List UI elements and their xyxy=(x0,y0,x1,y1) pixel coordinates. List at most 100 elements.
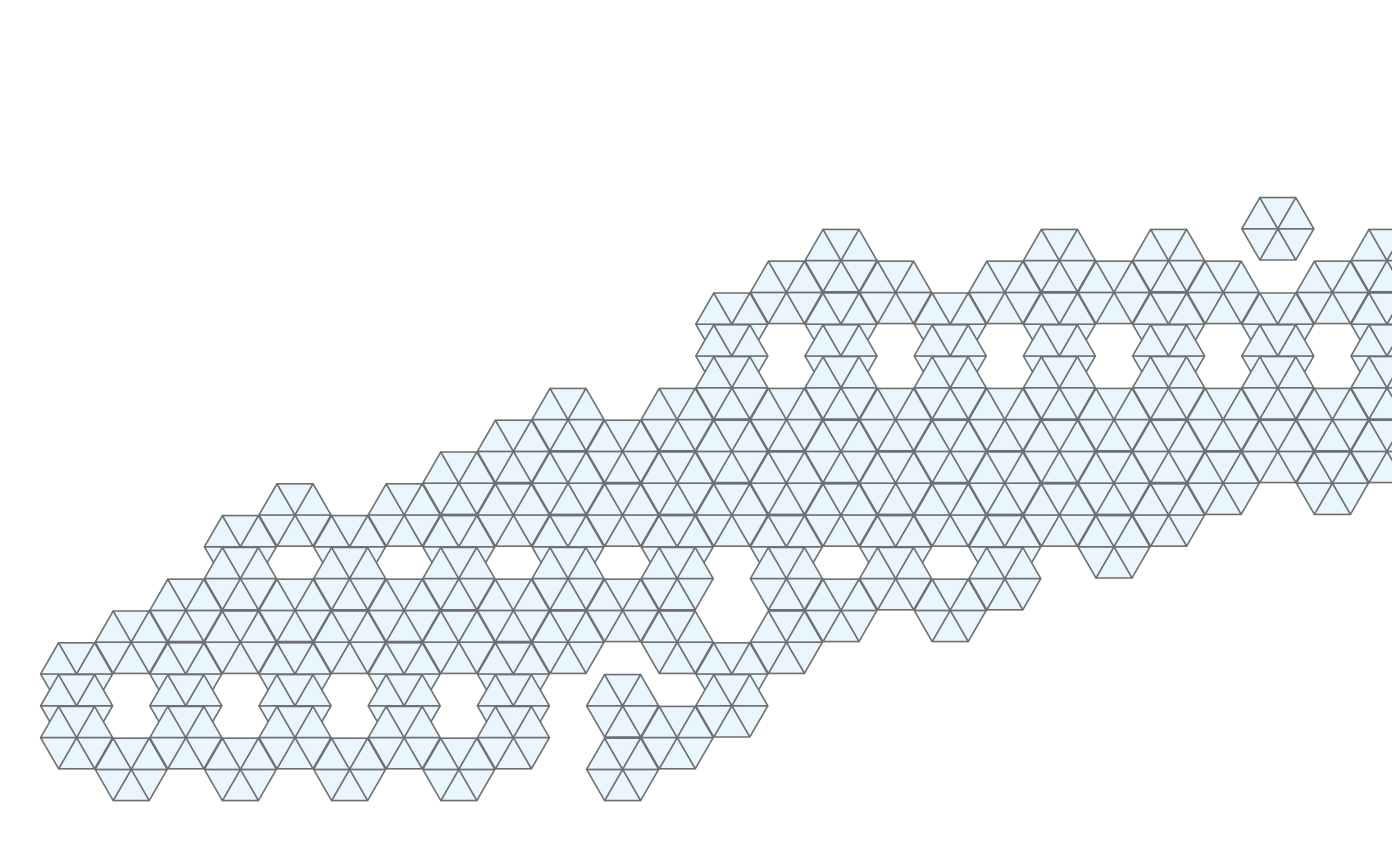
hex-triangle[interactable] xyxy=(621,673,660,707)
hex-triangle[interactable] xyxy=(75,705,114,739)
hex-triangle[interactable] xyxy=(1368,292,1392,326)
hex-triangle[interactable] xyxy=(457,610,496,644)
hex-cell[interactable] xyxy=(1022,419,1097,484)
hex-cell[interactable] xyxy=(1077,451,1151,516)
hex-cell[interactable] xyxy=(1131,482,1206,548)
hex-cell[interactable] xyxy=(1131,228,1206,293)
hex-cell[interactable] xyxy=(531,610,605,675)
hex-triangle[interactable] xyxy=(1368,228,1392,262)
hex-triangle[interactable] xyxy=(676,387,715,421)
hex-triangle[interactable] xyxy=(1113,387,1151,421)
hex-cell[interactable] xyxy=(258,705,332,770)
hex-cell[interactable] xyxy=(203,546,278,611)
hex-cell[interactable] xyxy=(749,451,824,516)
hex-triangle[interactable] xyxy=(348,546,387,580)
hex-triangle[interactable] xyxy=(567,546,605,580)
hex-triangle[interactable] xyxy=(403,578,442,612)
hex-triangle[interactable] xyxy=(1386,420,1392,453)
hex-triangle[interactable] xyxy=(1058,228,1097,262)
hex-triangle[interactable] xyxy=(621,482,660,516)
hex-cell[interactable] xyxy=(1186,387,1260,452)
hex-triangle[interactable] xyxy=(1277,196,1315,230)
hex-cell[interactable] xyxy=(367,482,442,548)
hex-cell[interactable] xyxy=(149,578,223,643)
hex-triangle[interactable] xyxy=(1222,451,1260,485)
hex-cell[interactable] xyxy=(1186,451,1260,516)
hex-cell[interactable] xyxy=(694,673,769,738)
hex-triangle[interactable] xyxy=(676,451,715,485)
hex-cell[interactable] xyxy=(421,610,496,675)
hex-triangle[interactable] xyxy=(1386,229,1392,262)
hex-triangle[interactable] xyxy=(512,482,551,516)
hex-triangle[interactable] xyxy=(730,673,769,707)
hex-cell[interactable] xyxy=(640,610,715,675)
hex-cell[interactable] xyxy=(585,578,660,643)
hex-triangle[interactable] xyxy=(1003,451,1042,485)
hex-cell[interactable] xyxy=(1077,514,1151,579)
hex-cell[interactable] xyxy=(1241,419,1315,484)
hex-cell[interactable] xyxy=(531,546,605,611)
hex-triangle[interactable] xyxy=(1167,419,1206,453)
hex-cell[interactable] xyxy=(203,610,278,675)
hex-cell[interactable] xyxy=(804,419,878,484)
hex-cell[interactable] xyxy=(749,546,824,611)
hex-cell[interactable] xyxy=(640,546,715,611)
hex-triangle[interactable] xyxy=(294,578,332,612)
hex-cell[interactable] xyxy=(312,737,387,802)
hex-cell[interactable] xyxy=(94,610,168,675)
hex-cell[interactable] xyxy=(694,355,769,420)
hex-cell[interactable] xyxy=(94,737,168,802)
hex-cell[interactable] xyxy=(967,546,1042,611)
hex-cell[interactable] xyxy=(1295,260,1370,325)
hex-triangle[interactable] xyxy=(567,451,605,485)
hex-cell[interactable] xyxy=(913,355,988,420)
hex-triangle[interactable] xyxy=(1003,387,1042,421)
hex-cell[interactable] xyxy=(1295,387,1370,452)
hex-triangle[interactable] xyxy=(1113,514,1151,548)
hex-triangle[interactable] xyxy=(785,260,824,294)
hex-cell[interactable] xyxy=(913,482,988,548)
hex-cell[interactable] xyxy=(476,578,551,643)
hex-triangle[interactable] xyxy=(840,228,878,262)
hex-triangle[interactable] xyxy=(457,546,496,580)
hex-triangle[interactable] xyxy=(785,546,824,580)
hex-cell[interactable] xyxy=(476,705,551,770)
hex-cell[interactable] xyxy=(585,419,660,484)
hex-cell[interactable] xyxy=(749,260,824,325)
hex-cell[interactable] xyxy=(1131,355,1206,420)
hex-triangle[interactable] xyxy=(1167,482,1206,516)
hex-triangle[interactable] xyxy=(676,610,715,644)
hex-triangle[interactable] xyxy=(894,451,933,485)
hex-triangle[interactable] xyxy=(567,610,605,644)
hex-triangle[interactable] xyxy=(239,546,278,580)
hex-triangle[interactable] xyxy=(621,737,660,771)
hex-triangle[interactable] xyxy=(1058,355,1097,389)
hex-triangle[interactable] xyxy=(457,737,496,771)
hex-triangle[interactable] xyxy=(1368,419,1392,453)
hex-cell[interactable] xyxy=(1241,355,1315,420)
hex-cell[interactable] xyxy=(39,705,114,770)
hex-triangle[interactable] xyxy=(894,387,933,421)
hex-cell[interactable] xyxy=(694,419,769,484)
hex-triangle[interactable] xyxy=(1331,451,1370,485)
hex-triangle[interactable] xyxy=(1113,260,1151,294)
hex-cell[interactable] xyxy=(749,610,824,675)
hex-cell[interactable] xyxy=(858,451,933,516)
hex-cell[interactable] xyxy=(585,482,660,548)
hex-triangle[interactable] xyxy=(785,610,824,644)
hex-triangle[interactable] xyxy=(130,737,168,771)
hex-cell[interactable] xyxy=(367,705,442,770)
hex-cell[interactable] xyxy=(1131,419,1206,484)
hex-cell[interactable] xyxy=(858,387,933,452)
hex-triangle[interactable] xyxy=(840,482,878,516)
hex-cell[interactable] xyxy=(1077,387,1151,452)
hex-triangle[interactable] xyxy=(785,387,824,421)
hex-cell[interactable] xyxy=(913,578,988,643)
hex-cell[interactable] xyxy=(421,451,496,516)
hex-cell[interactable] xyxy=(694,482,769,548)
hex-triangle[interactable] xyxy=(621,419,660,453)
hex-cell[interactable] xyxy=(967,387,1042,452)
hex-cell[interactable] xyxy=(531,387,605,452)
hex-cell[interactable] xyxy=(1350,228,1392,293)
hex-cell[interactable] xyxy=(1022,228,1097,293)
